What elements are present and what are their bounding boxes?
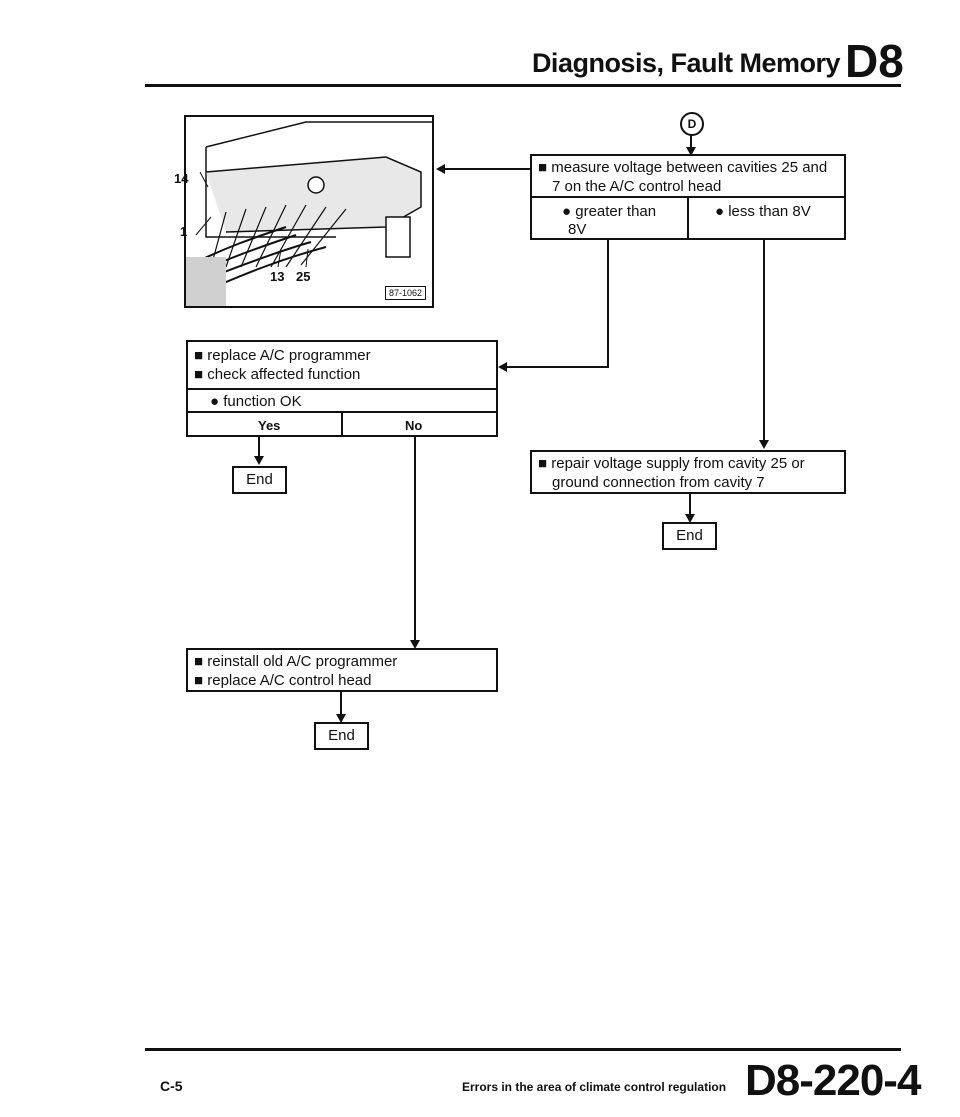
no-label: No <box>405 418 423 433</box>
repair-down-line <box>689 494 691 516</box>
greater-than-line-2: 8V <box>568 221 587 238</box>
marker-stem <box>690 134 692 148</box>
measure-line-1: ■ measure voltage between cavities 25 an… <box>538 159 828 176</box>
page-title: Diagnosis, Fault Memory <box>531 48 841 78</box>
less-down-arrow <box>759 440 769 449</box>
header-rule <box>145 84 901 87</box>
yes-down-arrow <box>254 456 264 465</box>
yes-label: Yes <box>258 418 281 433</box>
measure-box: ■ measure voltage between cavities 25 an… <box>530 154 846 198</box>
no-down-line <box>414 437 416 641</box>
repair-line-2: ground connection from cavity 7 <box>552 474 765 491</box>
yes-cell: Yes <box>186 411 343 437</box>
step-marker: D <box>680 112 704 136</box>
repair-end-box: End <box>662 522 717 550</box>
repair-box: ■ repair voltage supply from cavity 25 o… <box>530 450 846 494</box>
reinstall-box: ■ reinstall old A/C programmer ■ replace… <box>186 648 498 692</box>
greater-than-branch: ● greater than 8V <box>530 196 689 240</box>
measure-to-figure-arrow <box>436 164 445 174</box>
greater-left-arrow <box>498 362 507 372</box>
footer-section: C-5 <box>160 1078 183 1094</box>
section-code: D8 <box>845 35 904 87</box>
repair-line-1: ■ repair voltage supply from cavity 25 o… <box>538 455 805 472</box>
reinstall-down-line <box>340 692 342 718</box>
less-than-label: ● less than 8V <box>715 203 811 220</box>
no-cell: No <box>341 411 498 437</box>
footer-page-code: D8-220-4 <box>745 1056 921 1105</box>
marker-arrow <box>686 147 696 156</box>
function-check-label: ● function OK <box>210 393 302 410</box>
footer-rule <box>145 1048 901 1051</box>
callout-1: 1 <box>180 224 188 239</box>
connector-figure: 14 1 13 25 87-1062 <box>174 115 434 308</box>
footer-description: Errors in the area of climate control re… <box>462 1080 727 1094</box>
reinstall-end-label: End <box>328 727 355 744</box>
less-down-line <box>763 240 765 440</box>
no-down-arrow <box>410 640 420 649</box>
greater-left-line <box>506 366 609 368</box>
yes-end-box: End <box>232 466 287 494</box>
reinstall-down-arrow <box>336 714 346 723</box>
replace-line-2: ■ check affected function <box>194 366 361 383</box>
measure-to-figure-line <box>444 168 531 170</box>
reinstall-line-1: ■ reinstall old A/C programmer <box>194 653 398 670</box>
connector-drawing <box>186 121 432 306</box>
replace-line-1: ■ replace A/C programmer <box>194 347 371 364</box>
function-check-box: ● function OK <box>186 388 498 413</box>
replace-box: ■ replace A/C programmer ■ check affecte… <box>186 340 498 390</box>
yes-down-line <box>258 437 260 459</box>
repair-end-label: End <box>676 527 703 544</box>
callout-14: 14 <box>174 171 189 186</box>
yes-end-label: End <box>246 471 273 488</box>
reinstall-line-2: ■ replace A/C control head <box>194 672 372 689</box>
less-than-branch: ● less than 8V <box>687 196 846 240</box>
reinstall-end-box: End <box>314 722 369 750</box>
greater-down-line <box>607 240 609 367</box>
step-marker-label: D <box>687 117 697 131</box>
callout-25: 25 <box>296 269 311 284</box>
figure-id: 87-1062 <box>384 286 426 300</box>
repair-down-arrow <box>685 514 695 523</box>
greater-than-line-1: ● greater than <box>562 203 657 220</box>
measure-line-2: 7 on the A/C control head <box>552 178 722 195</box>
callout-13: 13 <box>270 269 285 284</box>
